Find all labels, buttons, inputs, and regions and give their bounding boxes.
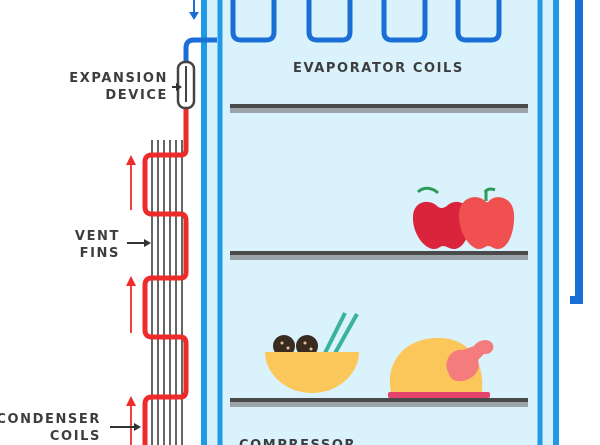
condenser-coils [142,118,189,445]
expansion-device-label: EXPANSION DEVICE [69,71,168,103]
vent-fins [151,140,183,445]
apples [412,186,515,249]
roast-chicken [388,337,494,398]
pointer-arrows [110,83,182,431]
vent-fins-label: VENT FINS [74,229,120,261]
condenser-coils-label: CONDENSER COILS [0,412,101,444]
expansion-device [176,60,196,118]
right-pipe [570,0,583,304]
evaporator-coils-label: EVAPORATOR COILS [293,61,464,76]
evaporator-coils [230,0,502,43]
down-arrow-icon [189,0,199,20]
refrigerant-pipe-cold [183,37,217,62]
compressor-label: COMPRESSOR [239,437,356,445]
bowl [265,312,359,393]
shelves [230,104,528,407]
airflow-arrows [126,155,136,445]
